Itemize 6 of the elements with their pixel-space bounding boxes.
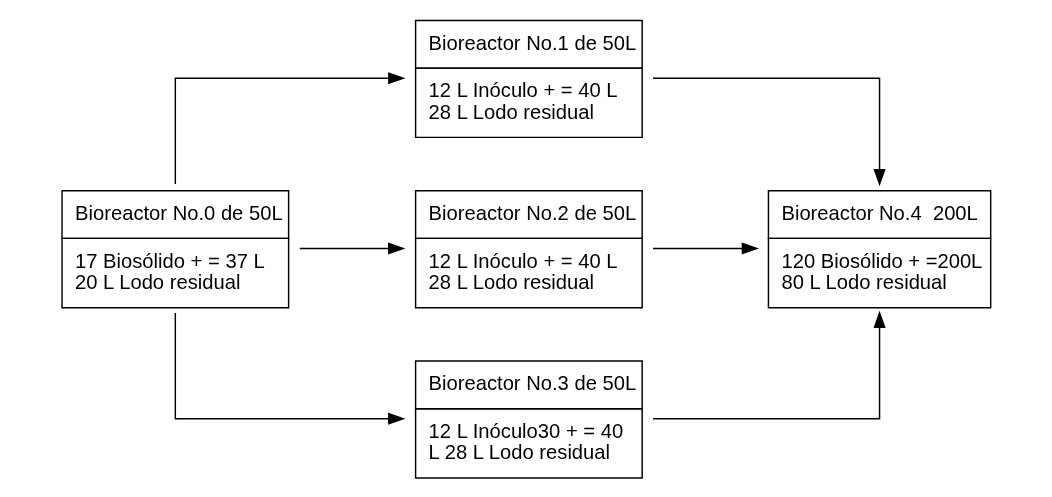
arrow <box>652 242 760 255</box>
arrow <box>652 77 886 187</box>
arrow <box>652 310 886 420</box>
arrow <box>174 312 406 425</box>
arrow <box>299 242 406 255</box>
arrow <box>174 72 406 185</box>
